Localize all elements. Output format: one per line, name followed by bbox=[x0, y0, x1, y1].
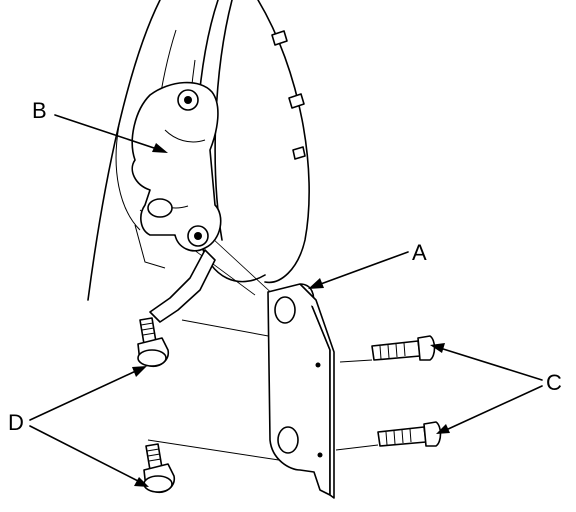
flange-bolt bbox=[143, 443, 176, 494]
leader-arrows bbox=[29, 114, 543, 487]
wheel-stud bbox=[271, 30, 306, 160]
bolt bbox=[371, 335, 436, 361]
callout-c: C bbox=[546, 370, 562, 395]
alignment-lines bbox=[147, 319, 379, 463]
callout-a: A bbox=[412, 240, 427, 265]
bolt bbox=[377, 421, 442, 447]
flange-bolt bbox=[137, 317, 170, 368]
brake-hose-bracket bbox=[149, 249, 216, 323]
steering-knuckle bbox=[131, 81, 222, 269]
callout-b: B bbox=[32, 98, 47, 123]
callout-d: D bbox=[8, 410, 24, 435]
mounting-bracket bbox=[267, 283, 335, 499]
